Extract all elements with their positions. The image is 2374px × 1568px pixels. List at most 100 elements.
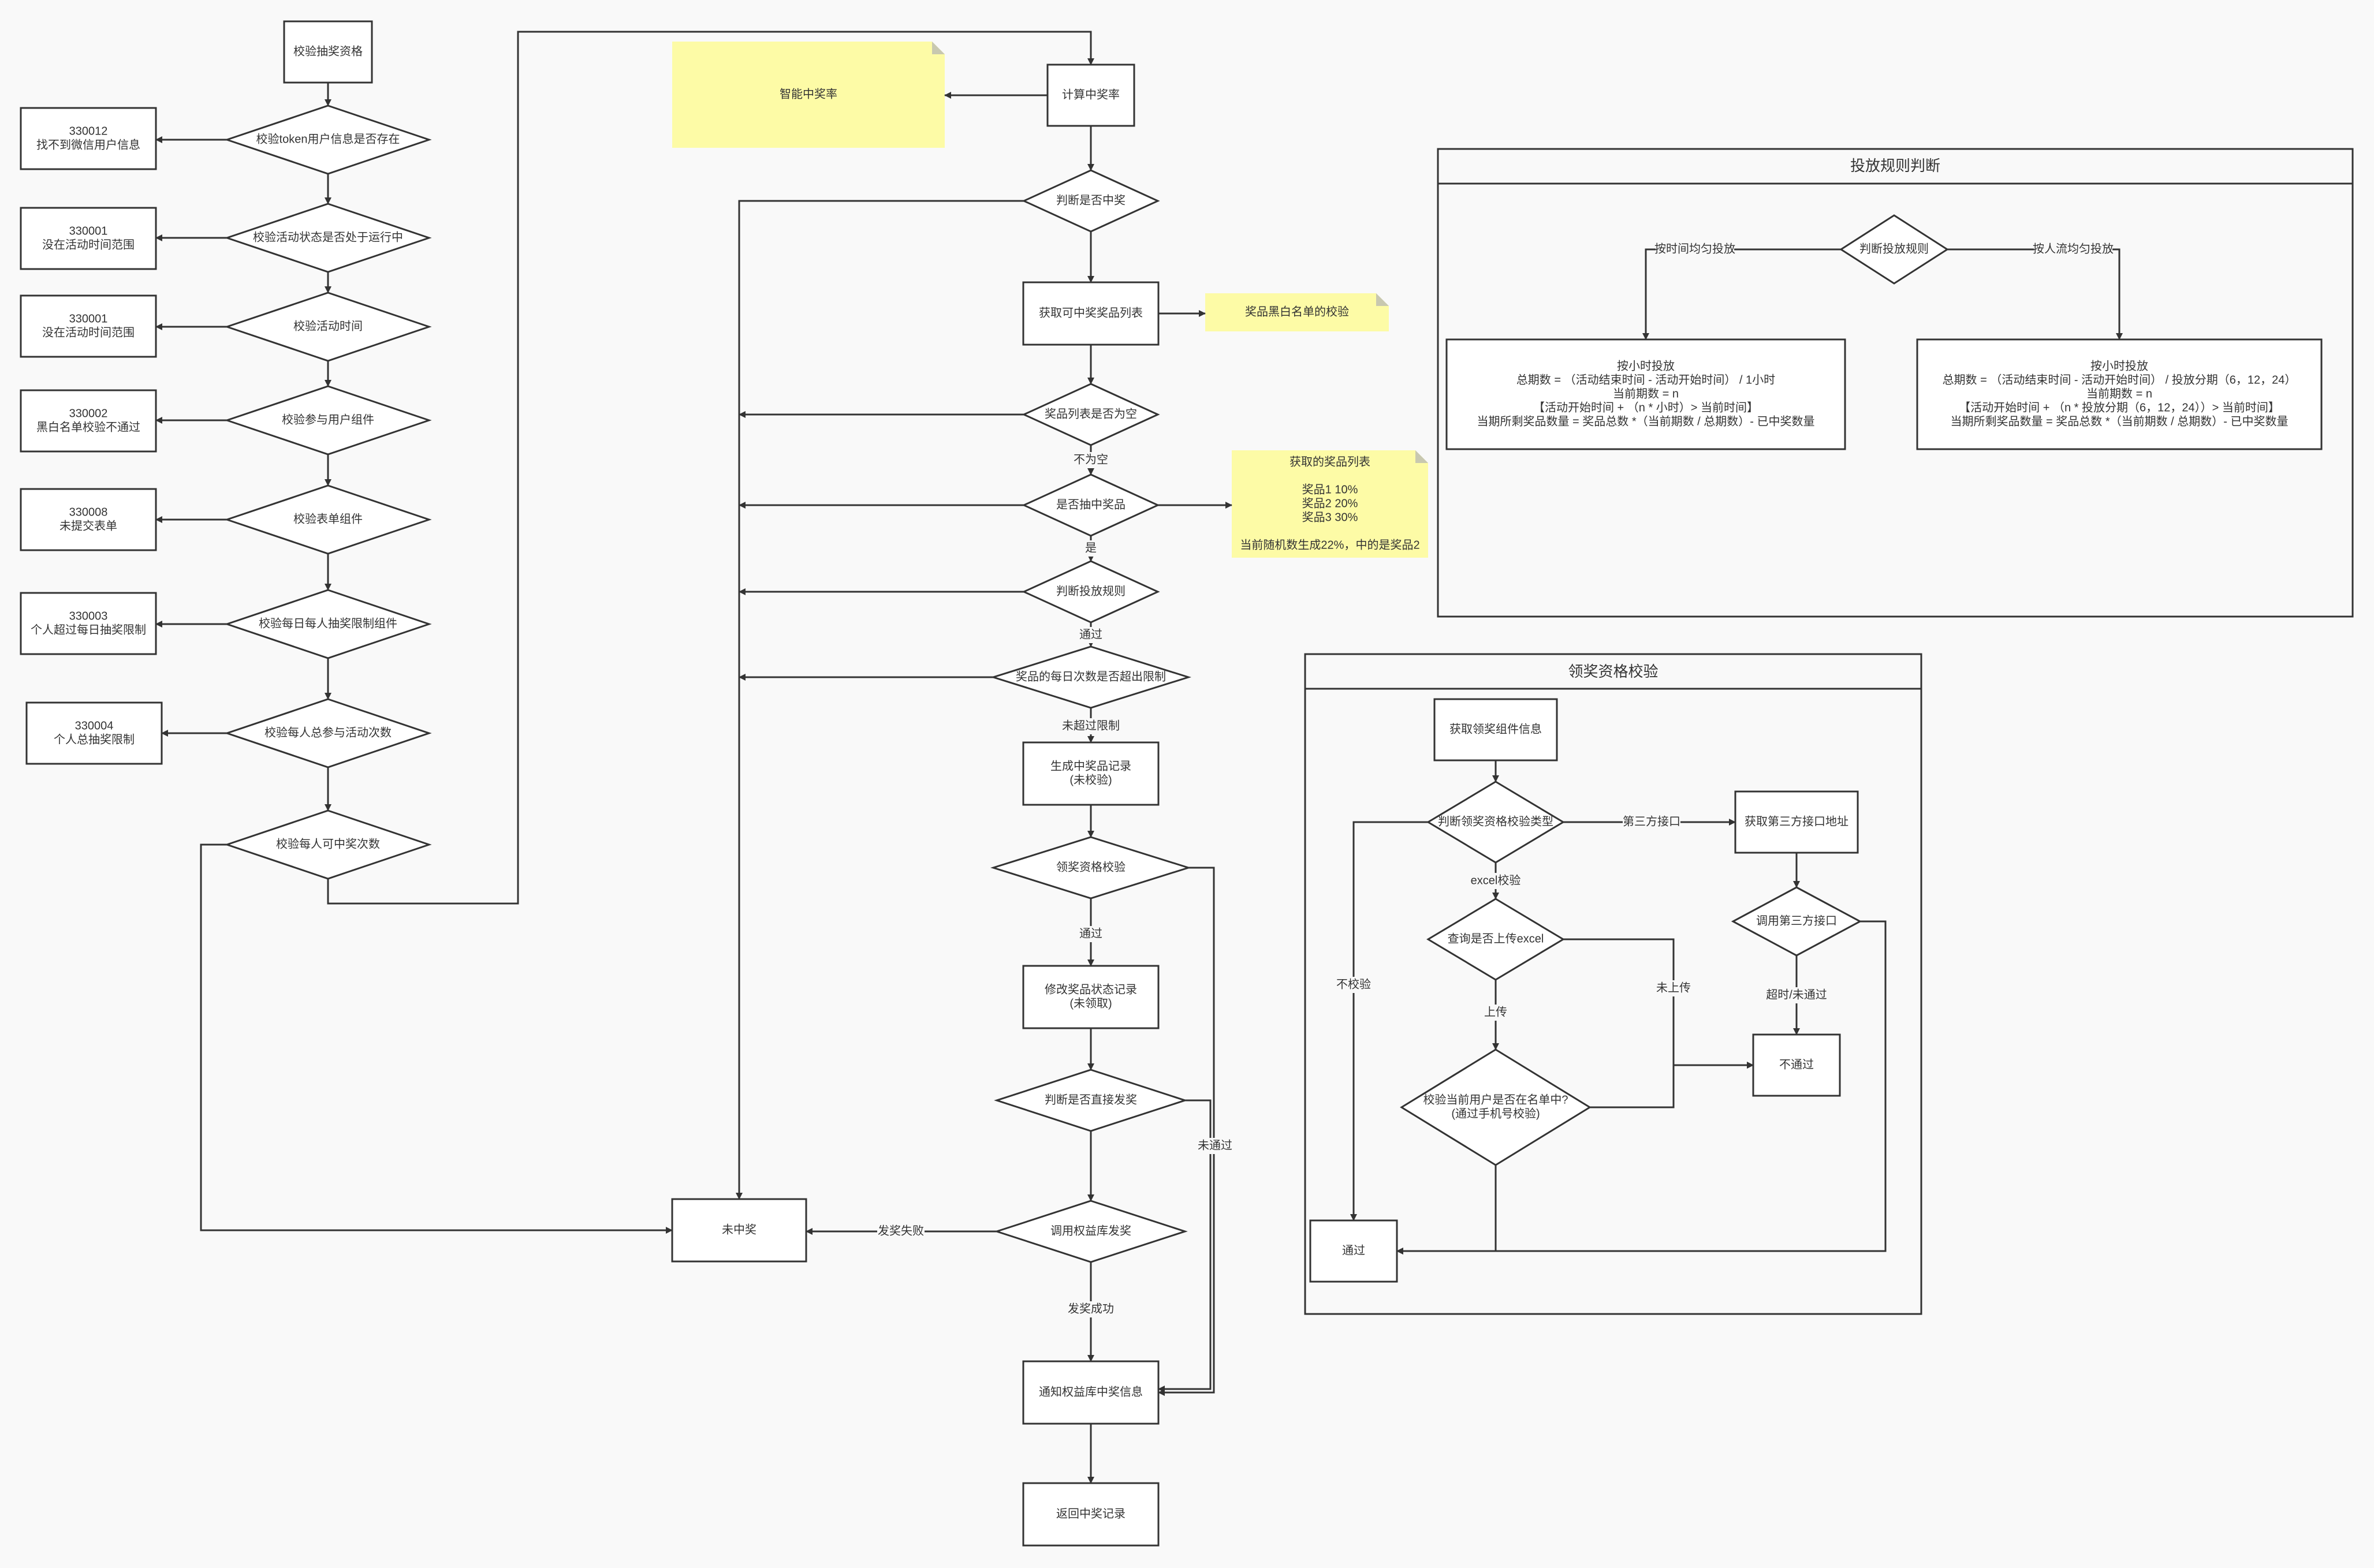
edge-label-by-time: 按时间均匀投放 bbox=[1654, 241, 1735, 257]
m7-node: 生成中奖品记录(未校验) bbox=[1022, 741, 1160, 806]
rules-container: 投放规则判断 bbox=[1437, 148, 2354, 618]
m13-text: 返回中奖记录 bbox=[1056, 1507, 1125, 1520]
svg-text:发奖成功: 发奖成功 bbox=[1068, 1302, 1114, 1315]
r-dec-text: 判断投放规则 bbox=[1859, 242, 1929, 255]
note-rate: 智能中奖率 bbox=[672, 42, 945, 148]
m3-node: 奖品列表是否为空 bbox=[1022, 383, 1160, 446]
qualification-container-title: 领奖资格校验 bbox=[1568, 663, 1658, 680]
m7-text: 生成中奖品记录(未校验) bbox=[1050, 759, 1131, 786]
q-get-text: 获取领奖组件信息 bbox=[1449, 722, 1542, 736]
r-left-text: 按小时投放总期数 = （活动结束时间 - 活动开始时间） / 1小时当前期数 =… bbox=[1477, 359, 1814, 428]
nowin-text: 未中奖 bbox=[722, 1223, 756, 1236]
q-call-node: 调用第三方接口 bbox=[1731, 886, 1862, 957]
m3-text: 奖品列表是否为空 bbox=[1045, 407, 1137, 420]
m13-node: 返回中奖记录 bbox=[1022, 1482, 1160, 1547]
svg-text:未通过: 未通过 bbox=[1198, 1138, 1232, 1152]
edge-label-excel: excel校验 bbox=[1456, 873, 1535, 889]
svg-text:未超过限制: 未超过限制 bbox=[1062, 719, 1120, 732]
m1-to-nowin-edge bbox=[736, 200, 1024, 1200]
edge-label-uploaded: 上传 bbox=[1482, 1005, 1509, 1021]
svg-text:excel校验: excel校验 bbox=[1471, 873, 1521, 887]
d1-node: 校验token用户信息是否存在 bbox=[224, 104, 432, 175]
m1-node: 判断是否中奖 bbox=[1022, 169, 1160, 233]
edge-label-by-people: 按人流均匀投放 bbox=[2033, 241, 2114, 257]
q-type-node: 判断领奖资格校验类型 bbox=[1426, 781, 1565, 864]
edge-label-send-fail: 发奖失败 bbox=[877, 1223, 925, 1240]
m5-node: 判断投放规则 bbox=[1022, 560, 1160, 624]
r-dec-to-left-edge bbox=[1642, 248, 1841, 340]
q-third-node: 获取第三方接口地址 bbox=[1734, 790, 1859, 854]
d6-node: 校验每日每人抽奖限制组件 bbox=[224, 589, 432, 659]
calc-node: 计算中奖率 bbox=[1046, 64, 1135, 127]
edge-label-not-pass: 未通过 bbox=[1197, 1138, 1233, 1154]
d8-text: 校验每人可中奖次数 bbox=[276, 837, 380, 850]
q-type-to-pass-edge bbox=[1350, 821, 1428, 1221]
edge-label-send-ok: 发奖成功 bbox=[1067, 1301, 1115, 1317]
svg-text:是: 是 bbox=[1085, 542, 1097, 554]
note-prize-text: 获取的奖品列表奖品1 10%奖品2 20%奖品3 30%当前随机数生成22%，中… bbox=[1240, 455, 1419, 551]
m10-text: 判断是否直接发奖 bbox=[1045, 1093, 1137, 1106]
m1-text: 判断是否中奖 bbox=[1056, 193, 1125, 207]
m10-to-m12-edge bbox=[1158, 1099, 1212, 1392]
svg-text:第三方接口: 第三方接口 bbox=[1623, 815, 1680, 828]
svg-text:超时/未通过: 超时/未通过 bbox=[1766, 988, 1827, 1001]
r-dec-to-right-edge bbox=[1947, 248, 2123, 340]
d7-node: 校验每人总参与活动次数 bbox=[224, 698, 432, 768]
q-fail-node: 不通过 bbox=[1752, 1033, 1841, 1097]
q-fail-text: 不通过 bbox=[1779, 1058, 1814, 1071]
note-bw-text: 奖品黑白名单的校验 bbox=[1245, 305, 1349, 318]
m4-text: 是否抽中奖品 bbox=[1056, 498, 1125, 511]
d8-to-nowin-edge bbox=[200, 843, 673, 1234]
d8-node: 校验每人可中奖次数 bbox=[224, 809, 432, 880]
d1-text: 校验token用户信息是否存在 bbox=[256, 132, 400, 145]
d5-node: 校验表单组件 bbox=[224, 484, 432, 555]
m6-text: 奖品的每日次数是否超出限制 bbox=[1016, 670, 1166, 683]
d3-node: 校验活动时间 bbox=[224, 292, 432, 362]
edge-label-timeout: 超时/未通过 bbox=[1762, 987, 1831, 1003]
q-third-text: 获取第三方接口地址 bbox=[1745, 815, 1848, 828]
q-call-to-pass-edge bbox=[1396, 920, 1887, 1255]
m2-node: 获取可中奖奖品列表 bbox=[1022, 281, 1160, 346]
m11-node: 调用权益库发奖 bbox=[994, 1200, 1188, 1263]
r-left-node: 按小时投放总期数 = （活动结束时间 - 活动开始时间） / 1小时当前期数 =… bbox=[1445, 338, 1846, 450]
q-call-text: 调用第三方接口 bbox=[1756, 914, 1837, 927]
d4-node: 校验参与用户组件 bbox=[224, 385, 432, 456]
d8-to-calc-edge bbox=[327, 31, 1094, 905]
m10-node: 判断是否直接发奖 bbox=[994, 1069, 1188, 1132]
svg-text:通过: 通过 bbox=[1079, 927, 1102, 940]
edge-label-third: 第三方接口 bbox=[1623, 814, 1680, 830]
rules-container-title: 投放规则判断 bbox=[1850, 157, 1940, 174]
calc-text: 计算中奖率 bbox=[1062, 88, 1120, 101]
edge-label-not-uploaded: 未上传 bbox=[1655, 980, 1692, 996]
svg-text:按时间均匀投放: 按时间均匀投放 bbox=[1654, 242, 1735, 255]
q-check-text: 校验当前用户是否在名单中?(通过手机号校验) bbox=[1423, 1093, 1568, 1120]
m5-text: 判断投放规则 bbox=[1056, 584, 1125, 598]
note-rate-text: 智能中奖率 bbox=[780, 87, 837, 100]
d4-text: 校验参与用户组件 bbox=[282, 413, 374, 426]
m8-node: 领奖资格校验 bbox=[990, 836, 1192, 899]
svg-text:不校验: 不校验 bbox=[1336, 977, 1371, 991]
edge-label-not-exceed: 未超过限制 bbox=[1062, 718, 1120, 734]
q-get-node: 获取领奖组件信息 bbox=[1433, 698, 1558, 761]
d6-text: 校验每日每人抽奖限制组件 bbox=[259, 617, 397, 630]
d3-text: 校验活动时间 bbox=[293, 319, 363, 333]
m12-text: 通知权益库中奖信息 bbox=[1039, 1385, 1143, 1398]
edge-label-pass2: 通过 bbox=[1078, 926, 1104, 942]
q-check-to-fail-edge bbox=[1590, 1062, 1754, 1108]
q-pass-node: 通过 bbox=[1309, 1219, 1398, 1283]
svg-text:上传: 上传 bbox=[1484, 1005, 1507, 1018]
svg-text:不为空: 不为空 bbox=[1074, 453, 1108, 466]
